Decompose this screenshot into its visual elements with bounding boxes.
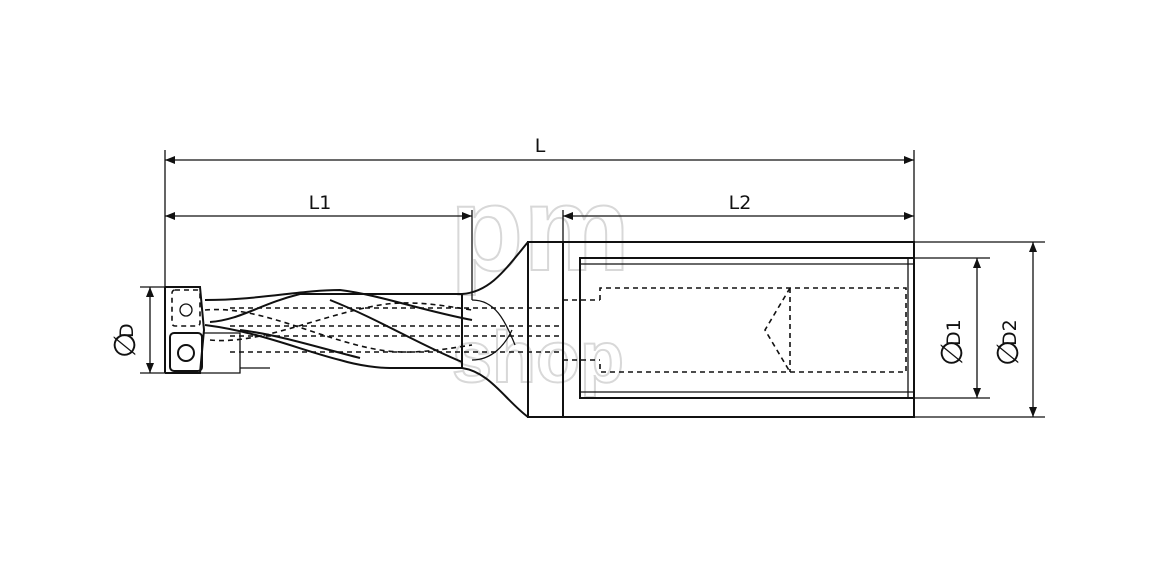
drill-flutes <box>204 288 560 369</box>
label-shank-inner-diameter: D1 <box>943 319 965 346</box>
label-shank-outer-diameter-group: ∅ D2 <box>991 319 1026 366</box>
drill-head <box>164 286 270 374</box>
insert-lower <box>169 332 203 372</box>
watermark-line2: shop <box>452 318 624 398</box>
watermark-line1: pm <box>450 162 630 296</box>
watermark: pm shop <box>449 161 631 399</box>
drill-neck <box>461 241 529 418</box>
insert-upper <box>171 289 201 327</box>
coolant-bore <box>563 287 907 373</box>
label-drill-diameter-group: ∅ D <box>108 323 143 358</box>
diameter-symbol-icon: ∅ <box>108 332 143 358</box>
label-drill-diameter: D <box>116 323 138 338</box>
label-shank-outer-diameter: D2 <box>999 319 1021 346</box>
drill-shank <box>527 241 915 418</box>
insert-screw-icon <box>179 303 193 317</box>
label-shank-inner-diameter-group: ∅ D1 <box>935 319 970 366</box>
diameter-symbol-icon: ∅ <box>935 340 970 366</box>
insert-screw-icon <box>177 344 195 362</box>
label-shank-length: L2 <box>729 192 752 214</box>
label-flute-length: L1 <box>309 192 332 214</box>
diameter-symbol-icon: ∅ <box>991 340 1026 366</box>
label-overall-length: L <box>535 135 546 157</box>
